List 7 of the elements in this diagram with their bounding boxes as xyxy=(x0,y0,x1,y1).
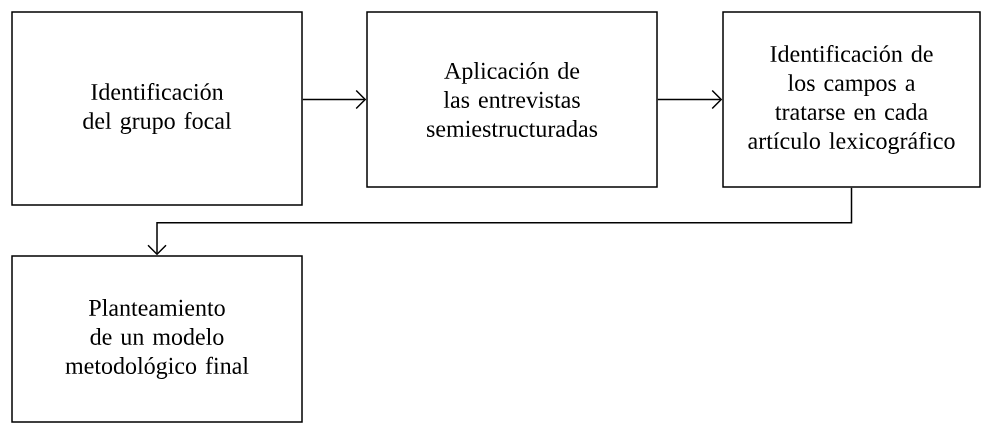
process-box: Aplicación de las entrevistas semiestructuradas xyxy=(366,11,658,188)
process-box: Identificación de los campos a tratarse en cada artículo lexicográfico xyxy=(722,11,981,188)
arrow xyxy=(147,187,853,256)
process-box: Identificación del grupo focal xyxy=(11,11,303,206)
arrow xyxy=(657,89,723,110)
process-box: Planteamiento de un modelo metodológico final xyxy=(11,255,303,423)
arrow xyxy=(302,89,367,110)
